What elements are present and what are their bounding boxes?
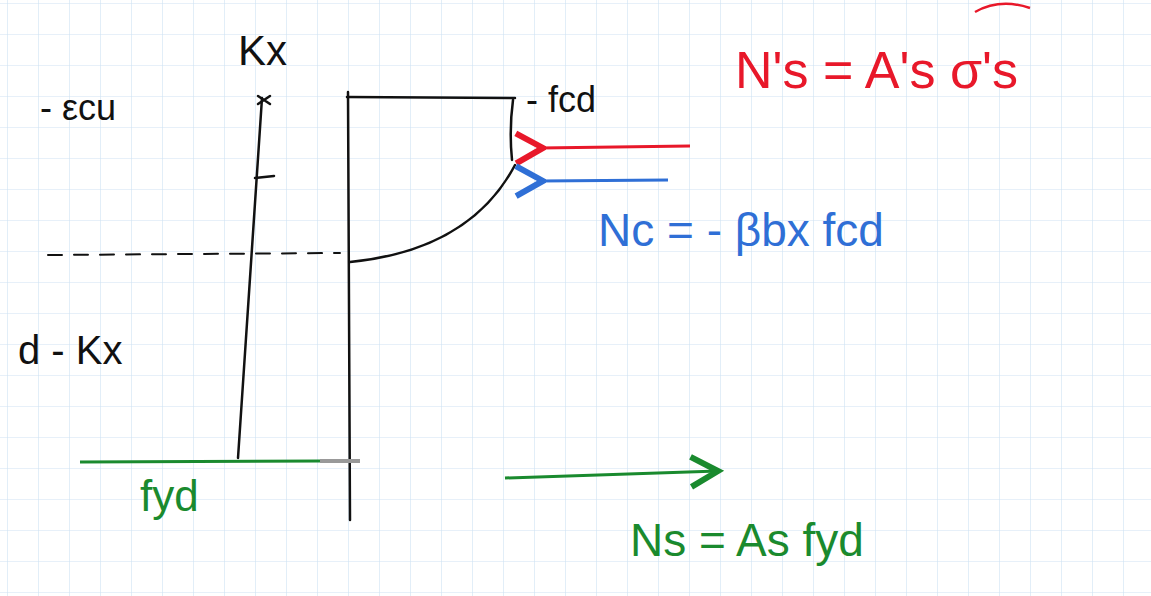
stress-label: fyd <box>140 472 199 520</box>
force-formula: Nc = - βbx fcd <box>598 205 884 256</box>
rebar-line <box>80 461 320 462</box>
force-arrow <box>540 146 690 148</box>
stress-diagram <box>48 92 515 520</box>
force-arrow <box>540 180 668 181</box>
force-formula: Ns = As fyd <box>630 515 864 566</box>
strain-label: - εcu <box>40 88 116 128</box>
dimension-label: d - Kx <box>18 328 122 372</box>
rebar-end <box>320 459 360 463</box>
force-arrow <box>505 471 718 478</box>
dimension-label: Kx <box>238 28 287 74</box>
stress-label: - fcd <box>526 80 596 120</box>
force-formula: N's = A's σ's <box>735 42 1018 99</box>
underline-squiggle <box>975 4 1030 12</box>
